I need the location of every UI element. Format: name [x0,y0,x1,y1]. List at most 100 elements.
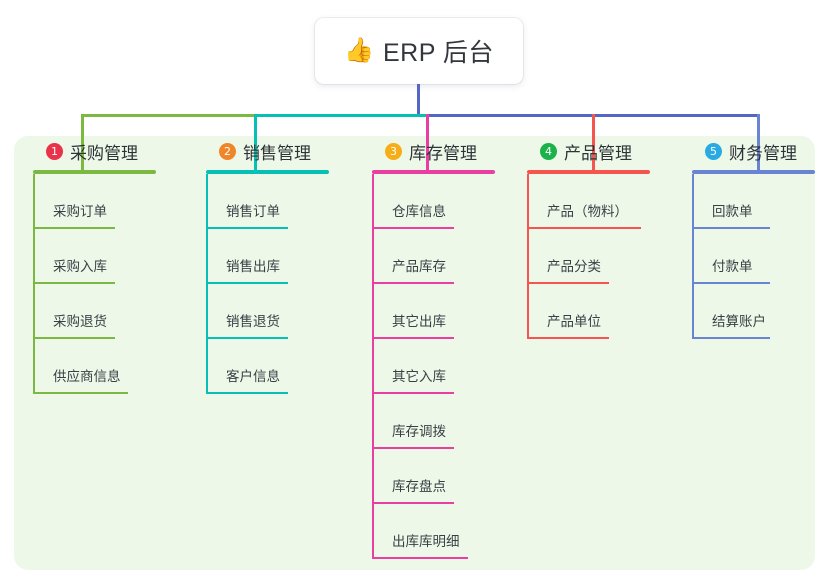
branch-item-rule [206,227,288,229]
branch-item-rule [372,227,454,229]
branch-item[interactable]: 产品分类 [527,229,650,284]
branch-header-rule [206,170,329,174]
branch-item-list: 采购订单采购入库采购退货供应商信息 [33,174,156,394]
branch-item-label: 销售退货 [226,314,280,329]
branch-item[interactable]: 出库库明细 [372,504,495,559]
branch-spine [692,174,694,339]
branch-item-label: 采购订单 [53,204,107,219]
branch-item-rule [372,337,454,339]
thumbs-up-icon: 👍 [344,37,374,64]
branch-item-label: 结算账户 [712,314,766,329]
branch-item-list: 产品（物料） 产品分类产品单位 [527,174,650,339]
branch-item[interactable]: 产品库存 [372,229,495,284]
branch-item[interactable]: 结算账户 [692,284,815,339]
branch-item-label: 产品分类 [547,259,601,274]
branch-item-label: 其它出库 [392,314,446,329]
branch-item[interactable]: 采购订单 [33,174,156,229]
branch-item-rule [33,227,115,229]
branch-item-label: 销售出库 [226,259,280,274]
branch-item[interactable]: 采购入库 [33,229,156,284]
branch-header-rule [33,170,156,174]
branch-item[interactable]: 付款单 [692,229,815,284]
branch-item-rule [372,557,468,559]
branch-item[interactable]: 供应商信息 [33,339,156,394]
root-node[interactable]: 👍 ERP 后台 [315,18,523,84]
branch-item-rule [692,227,770,229]
root-node-title: ERP 后台 [382,39,494,67]
connector-drop-1 [81,114,84,172]
branch-item[interactable]: 其它出库 [372,284,495,339]
connector-bus-segment-3 [426,114,757,117]
connector-drop-3 [426,114,429,172]
connector-drop-4 [592,114,595,172]
branch-title: 财务管理 [729,143,797,163]
branch-item[interactable]: 销售订单 [206,174,329,229]
branch-item-rule [692,337,770,339]
branch-item-rule [692,282,770,284]
branch-item-list: 回款单付款单结算账户 [692,174,815,339]
branch-item-rule [372,447,454,449]
branch-item[interactable]: 产品单位 [527,284,650,339]
branch-item-rule [206,392,288,394]
connector-drop-2 [254,114,257,172]
branch-header-rule [692,170,815,174]
connector-drop-5 [757,114,760,172]
branch-item-label: 仓库信息 [392,204,446,219]
branch-item-label: 出库库明细 [392,534,460,549]
branch-item-label: 库存盘点 [392,479,446,494]
branch-item-label: 供应商信息 [53,369,121,384]
branch-item[interactable]: 库存调拨 [372,394,495,449]
branch-item-label: 其它入库 [392,369,446,384]
branch-item-label: 产品（物料） [547,204,628,219]
branch-item[interactable]: 回款单 [692,174,815,229]
branch-item-rule [527,282,609,284]
branch-item[interactable]: 销售出库 [206,229,329,284]
branch-item-rule [527,337,609,339]
branch-item[interactable]: 采购退货 [33,284,156,339]
branch-item-rule [33,392,128,394]
branch-item[interactable]: 其它入库 [372,339,495,394]
branch-spine [527,174,529,339]
branch-item-rule [206,337,288,339]
branch-item-label: 付款单 [712,259,753,274]
branch-header-5[interactable]: 5 财务管理 [692,136,815,166]
branch-column-5: 5 财务管理回款单付款单结算账户 [692,136,815,339]
branch-spine [372,174,374,559]
branch-item-label: 产品单位 [547,314,601,329]
branch-spine [206,174,208,394]
branch-item-rule [33,282,115,284]
branch-item-rule [372,392,454,394]
branch-header-rule [372,170,495,174]
branch-item[interactable]: 库存盘点 [372,449,495,504]
branch-item-label: 库存调拨 [392,424,446,439]
branch-item-label: 采购退货 [53,314,107,329]
branch-item[interactable]: 仓库信息 [372,174,495,229]
branch-item-label: 回款单 [712,204,753,219]
branch-item-label: 产品库存 [392,259,446,274]
branch-item[interactable]: 销售退货 [206,284,329,339]
branch-header-rule [527,170,650,174]
branch-number-badge: 3 [385,142,402,160]
branch-item-rule [372,502,454,504]
branch-item[interactable]: 客户信息 [206,339,329,394]
branch-item[interactable]: 产品（物料） [527,174,650,229]
branch-item-rule [372,282,454,284]
connector-bus-segment-2 [254,114,426,117]
branch-item-rule [527,227,641,229]
diagram-panel [14,136,815,570]
branch-spine [33,174,35,394]
branch-title: 产品管理 [564,143,632,163]
branch-title: 采购管理 [70,143,138,163]
branch-item-label: 采购入库 [53,259,107,274]
branch-number-badge: 5 [705,142,722,160]
branch-item-label: 客户信息 [226,369,280,384]
branch-item-list: 仓库信息产品库存其它出库其它入库库存调拨库存盘点出库库明细 [372,174,495,559]
